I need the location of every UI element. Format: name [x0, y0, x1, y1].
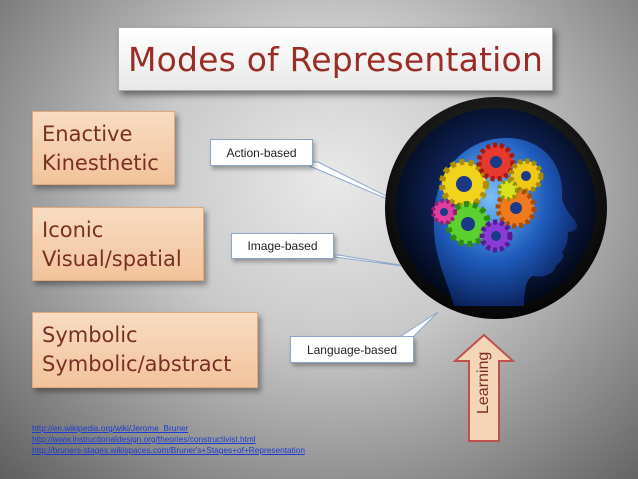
mode-box-iconic: Iconic Visual/spatial — [32, 207, 204, 281]
learning-label: Learning — [475, 351, 492, 414]
link-instructional-design[interactable]: http://www.instructionaldesign.org/theor… — [32, 434, 256, 444]
callout-action-based: Action-based — [210, 139, 313, 166]
head-with-gears-icon — [384, 96, 609, 321]
slide-title: Modes of Representation — [118, 27, 553, 91]
callout-image-based: Image-based — [231, 233, 334, 259]
mode-descriptor: Visual/spatial — [42, 247, 182, 271]
mode-box-enactive: Enactive Kinesthetic — [32, 111, 175, 185]
mode-descriptor: Kinesthetic — [42, 151, 159, 175]
callout-language-based: Language-based — [290, 336, 414, 363]
mode-name: Iconic — [42, 218, 104, 242]
learning-arrow: Learning — [452, 333, 516, 443]
mode-descriptor: Symbolic/abstract — [42, 352, 232, 376]
link-bruners-stages[interactable]: http://bruners-stages.wikispaces.com/Bru… — [32, 445, 305, 455]
mode-name: Enactive — [42, 122, 133, 146]
link-wikipedia-bruner[interactable]: http://en.wikipedia.org/wiki/Jerome_Brun… — [32, 423, 189, 433]
mode-box-symbolic: Symbolic Symbolic/abstract — [32, 312, 258, 388]
mode-name: Symbolic — [42, 323, 138, 347]
reference-links: http://en.wikipedia.org/wiki/Jerome_Brun… — [32, 423, 305, 456]
